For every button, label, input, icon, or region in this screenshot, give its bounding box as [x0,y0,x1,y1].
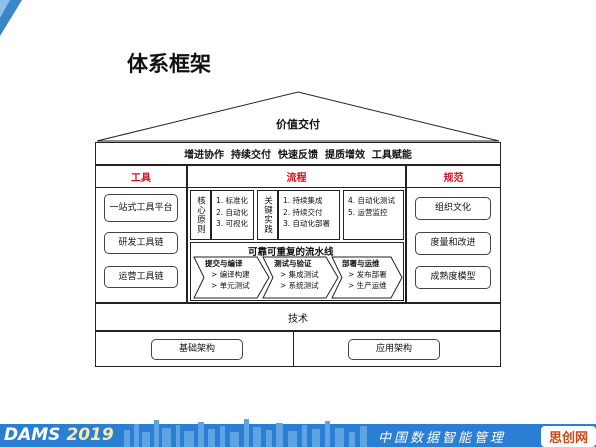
key-item: 5. 运营监控 [348,207,388,217]
norm-item-culture: 组织文化 [415,197,491,220]
value-items-row: 增进协作 持续交付 快速反馈 提质增效 工具赋能 [95,142,501,165]
pipeline-stage-2-arrow [262,256,339,299]
tech-items-row [95,331,501,367]
pipeline-stage-1: 提交与编译 > 编译构建 > 单元测试 [205,259,250,292]
house-roof [96,91,500,142]
pipeline-stage-3-arrow [331,256,403,299]
key-item: 3. 自动化部署 [283,219,331,229]
tool-item-dev-chain: 研发工具链 [104,232,178,254]
key-item: 2. 持续交付 [283,207,323,217]
key-item: 1. 持续集成 [283,196,323,205]
pipeline-stage-title: 提交与编译 [205,259,243,268]
key-practices-list-1: 1. 持续集成 2. 持续交付 3. 自动化部署 [278,190,340,240]
tool-item-ops-chain: 运营工具链 [104,266,178,288]
pipeline-stage-3: 部署与运维 > 发布部署 > 生产运维 [342,259,387,292]
norm-item-metrics: 度量和改进 [415,232,491,255]
footer-logo-text: DAMS [4,425,61,445]
pipeline-stage-item: > 系统测试 [280,280,319,290]
pipeline-stage-title: 测试与验证 [274,259,312,268]
page-title: 体系框架 [127,52,211,76]
footer-logo: DAMS 2019 [4,425,114,445]
pipeline-stage-title: 部署与运维 [342,259,380,268]
corner-decoration [0,0,22,36]
pipeline-title: 可靠可重复的流水线 [248,247,334,258]
key-item: 4. 自动化测试 [348,196,396,205]
tech-item-application: 应用架构 [348,339,440,360]
core-item: 2. 自动化 [216,207,249,217]
footer-year: 2019 [66,425,114,445]
roof-title: 价值交付 [276,118,320,131]
key-practices-label: 关键实践 [262,196,273,234]
process-title: 流程 [187,165,406,188]
norms-title: 规范 [406,165,501,188]
core-principles-list: 1. 标准化 2. 自动化 3. 可视化 [211,190,254,240]
pipeline-stage-item: > 生产运维 [348,280,387,290]
key-practices-list-2: 4. 自动化测试 5. 运营监控 [343,190,404,240]
watermark: 思创网 [541,426,596,447]
core-item: 1. 标准化 [216,196,249,205]
pipeline-stage-2: 测试与验证 > 集成测试 > 系统测试 [274,259,319,292]
pipeline-stage-item: > 编译构建 [211,269,250,279]
pipeline-box [190,242,404,301]
pipeline-arrows [193,256,403,299]
footer-slogan: 中国数据智能管理 [378,431,507,446]
tools-title: 工具 [95,165,187,188]
tech-title: 技术 [288,313,308,325]
tech-title-row: 技术 [95,303,501,331]
core-principles-label: 核心原则 [195,196,206,234]
pipeline-stage-item: > 发布部署 [348,269,387,279]
core-item: 3. 可视化 [216,219,249,229]
core-principles-label-box: 核心原则 [190,190,211,240]
tool-item-platform: 一站式工具平台 [104,194,178,222]
tech-item-infrastructure: 基础架构 [151,339,243,360]
footer-skyline [124,419,367,447]
pipeline-stage-1-arrow [193,256,270,299]
pipeline-stage-item: > 单元测试 [211,280,250,290]
pipeline-stage-item: > 集成测试 [280,269,319,279]
norm-item-maturity: 成熟度模型 [415,266,491,289]
key-practices-label-box: 关键实践 [257,190,278,240]
value-items-text: 增进协作 持续交付 快速反馈 提质增效 工具赋能 [184,150,412,161]
tech-divider [293,331,294,367]
